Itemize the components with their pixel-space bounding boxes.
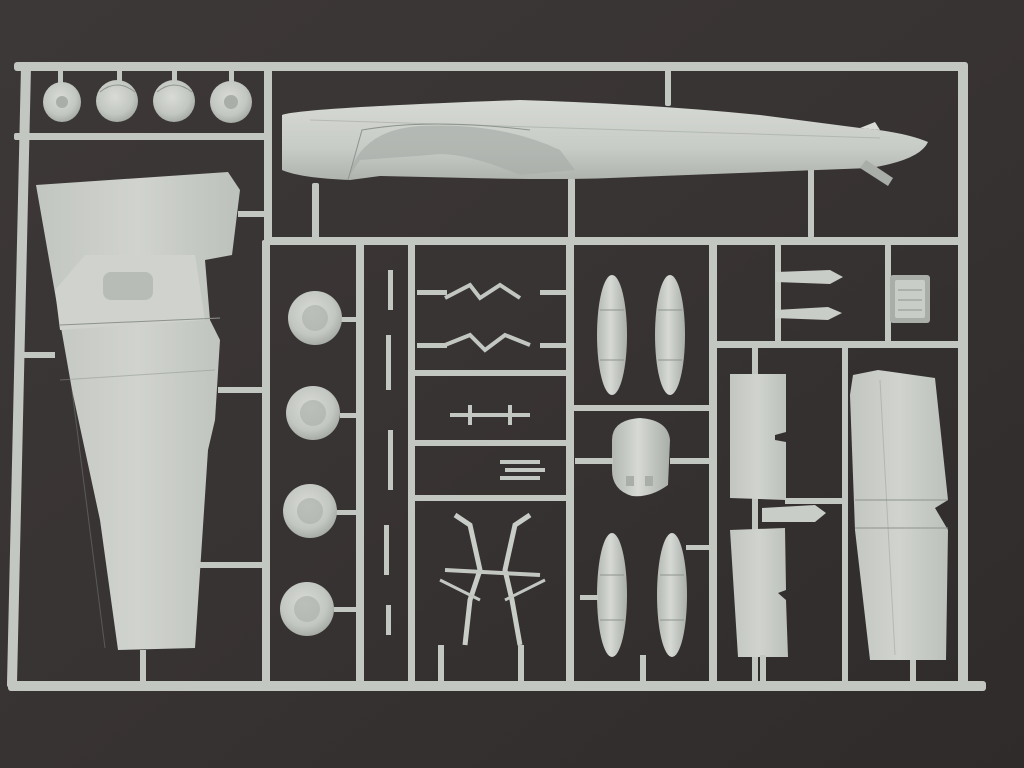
dome-part	[153, 70, 195, 122]
wheel	[288, 291, 360, 345]
wheel	[280, 582, 358, 636]
wing-upper	[36, 172, 240, 650]
dome-part	[96, 70, 138, 122]
small-parts-row	[43, 70, 252, 123]
wheels	[280, 291, 360, 636]
bottom-gates	[140, 645, 916, 684]
engine-nacelles	[580, 275, 710, 657]
engine-cowling	[575, 418, 710, 497]
horizontal-stabilizer	[850, 370, 948, 660]
landing-gear-parts	[384, 270, 568, 646]
elevator-halves	[730, 374, 845, 657]
exhaust-part	[890, 275, 930, 323]
dome-part	[43, 70, 81, 122]
sprue-frame	[6, 62, 986, 691]
wheel	[286, 386, 360, 440]
fuselage-half	[282, 100, 928, 186]
wheel	[283, 484, 358, 538]
dome-part	[210, 70, 252, 123]
propeller-spinners	[775, 270, 843, 320]
wing-gates	[20, 211, 268, 568]
